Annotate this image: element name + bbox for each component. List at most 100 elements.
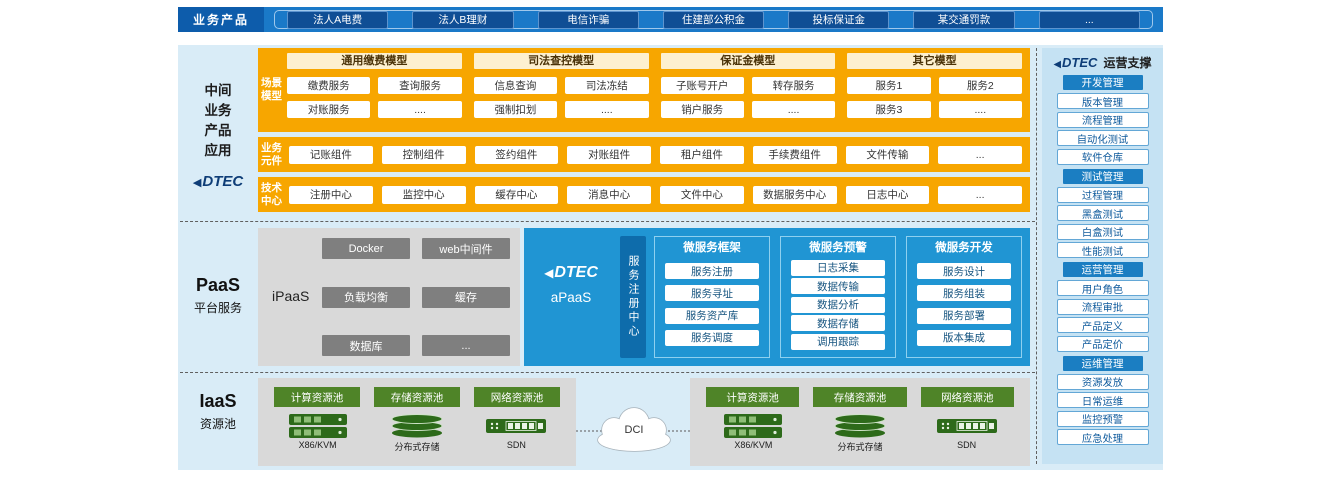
business-component-item: 对账组件 <box>567 145 651 164</box>
microservice-item: 数据分析 <box>791 296 885 313</box>
sidebar-item: 监控预警 <box>1056 410 1149 427</box>
scene-model-group: 通用缴费模型 缴费服务查询服务对账服务.... <box>287 53 462 126</box>
row-label-line: 技术 <box>261 181 282 194</box>
dci-cloud: DCI <box>586 406 682 454</box>
microservice-column-title: 微服务开发 <box>935 242 993 254</box>
business-component-item: 记账组件 <box>289 145 373 164</box>
tech-center-row: 技术中心 注册中心监控中心缓存中心消息中心文件中心数据服务中心日志中心... <box>258 177 1030 212</box>
main-panel: 中间业务产品应用 ◀DTEC PaaS 平台服务 IaaS 资源池 场景模型 通… <box>178 45 1163 470</box>
icon-label: SDN <box>957 440 977 450</box>
group-title: 保证金模型 <box>660 53 836 69</box>
ipaas-item: ... <box>422 335 510 356</box>
scene-service-item: 转存服务 <box>751 76 836 94</box>
network-icon <box>486 419 547 433</box>
tech-center-item: ... <box>938 185 1022 204</box>
tech-center-item: 监控中心 <box>381 185 466 204</box>
scene-service-item: 服务2 <box>938 76 1022 94</box>
icon-label: 分布式存储 <box>394 442 440 452</box>
cloud-icon <box>597 407 671 452</box>
microservice-column: 微服务预警 日志采集数据传输数据分析数据存储调用跟踪 <box>780 236 896 358</box>
tech-center-item: 数据服务中心 <box>752 185 837 204</box>
sidebar-item: 过程管理 <box>1056 186 1149 203</box>
microservice-item: 服务组装 <box>917 285 1011 302</box>
microservice-column: 微服务框架 服务注册服务寻址服务资产库服务调度 <box>654 236 770 358</box>
sidebar-item: 黑盒测试 <box>1056 205 1149 221</box>
storage-icon-group: 分布式存储 <box>807 413 914 453</box>
service-registry-tab: 服务注册中心 <box>620 236 646 358</box>
microservice-column-title: 微服务预警 <box>809 242 867 254</box>
dtec-logo: ◀DTEC <box>192 173 244 190</box>
row-label-line: 模型 <box>261 90 282 102</box>
scene-service-item: 销户服务 <box>660 101 744 119</box>
scene-service-item: .... <box>938 101 1022 119</box>
ipaas-item: 负载均衡 <box>322 286 410 308</box>
business-products-bar: 业务产品 法人A电费法人B理财电信诈骗住建部公积金投标保证金某交通罚款... <box>178 7 1163 32</box>
scene-service-item: .... <box>751 101 836 119</box>
ipaas-item: web中间件 <box>422 238 510 259</box>
resource-pool-item: 网络资源池 <box>474 387 560 407</box>
row-label-line: 场景 <box>261 77 282 89</box>
operations-title: 运营支撑 <box>1103 56 1152 70</box>
microservice-item: 服务部署 <box>917 307 1011 324</box>
paas-label: PaaS 平台服务 <box>193 275 242 315</box>
sidebar-item: 资源发放 <box>1056 373 1149 390</box>
icon-label: SDN <box>506 440 526 450</box>
dtec-logo-icon: ◀ <box>192 177 202 189</box>
sidebar-item: 版本管理 <box>1056 93 1149 109</box>
icon-label: 分布式存储 <box>837 442 883 452</box>
microservice-item: 服务调度 <box>665 329 759 346</box>
group-title: 其它模型 <box>847 53 1022 69</box>
sidebar-group-title: 开发管理 <box>1062 75 1143 90</box>
scene-service-item: .... <box>565 101 649 119</box>
product-item: 电信诈骗 <box>537 10 639 29</box>
sidebar-group-title: 测试管理 <box>1062 168 1143 184</box>
iaas-cluster-right: 计算资源池存储资源池网络资源池 X86/KVM <box>690 378 1030 466</box>
microservice-column: 微服务开发 服务设计服务组装服务部署版本集成 <box>906 236 1022 358</box>
sidebar-item: 性能测试 <box>1056 242 1149 258</box>
resource-pool-item: 计算资源池 <box>706 387 800 407</box>
compute-icon-group: X86/KVM <box>700 413 807 453</box>
sidebar-group-title: 运维管理 <box>1062 355 1143 371</box>
group-title: 司法查控模型 <box>473 53 649 69</box>
ipaas-item: 数据库 <box>322 335 410 356</box>
scene-model-row-label: 场景模型 <box>258 48 285 132</box>
dtec-logo: ◀DTEC <box>1053 55 1098 70</box>
product-item: 法人B理财 <box>412 10 514 29</box>
middle-business-label: 中间业务产品应用 <box>178 81 258 161</box>
tech-center-item: 消息中心 <box>567 185 651 204</box>
microservice-item: 服务寻址 <box>665 285 759 302</box>
apaas-label: aPaaS <box>550 290 592 305</box>
scene-service-item: 缴费服务 <box>287 76 371 94</box>
product-item: 某交通罚款 <box>913 10 1015 29</box>
tech-center-item: 日志中心 <box>845 185 930 204</box>
divider-sidebar <box>1036 48 1037 464</box>
storage-icon-group: 分布式存储 <box>367 413 466 453</box>
sidebar-item: 产品定价 <box>1056 335 1149 352</box>
storage-icon <box>391 414 443 438</box>
tech-center-item: 文件中心 <box>660 185 744 204</box>
sidebar-group-title: 运营管理 <box>1062 262 1143 277</box>
scene-service-item: 强制扣划 <box>473 101 558 119</box>
business-component-item: 文件传输 <box>845 145 930 164</box>
apaas-box: ◀DTEC aPaaS 服务注册中心 微服务框架 服务注册服务寻址服务资产库服务… <box>524 228 1030 366</box>
icon-label: X86/KVM <box>734 440 773 450</box>
sidebar-item: 自动化测试 <box>1056 130 1149 146</box>
resource-pool-item: 网络资源池 <box>920 387 1014 407</box>
row-label-line: 元件 <box>261 154 282 167</box>
scene-service-item: 子账号开户 <box>660 76 744 94</box>
microservice-item: 服务注册 <box>665 263 759 280</box>
business-component-item: 签约组件 <box>474 145 559 164</box>
network-icon-group: SDN <box>467 413 566 453</box>
scene-model-group: 司法查控模型 信息查询司法冻结强制扣划.... <box>473 53 649 126</box>
server-icon <box>724 414 783 438</box>
microservice-item: 调用跟踪 <box>791 333 885 350</box>
network-icon-group: SDN <box>913 413 1020 453</box>
iaas-icons-row: X86/KVM 分布式存储 <box>258 407 576 453</box>
microservice-column-title: 微服务框架 <box>683 242 741 254</box>
scene-model-groups: 通用缴费模型 缴费服务查询服务对账服务.... 司法查控模型 信息查询司法冻结强… <box>285 48 1030 132</box>
sidebar-item: 用户角色 <box>1056 280 1149 296</box>
middle-business-label-line: 产品 <box>204 123 232 138</box>
microservice-item: 服务资产库 <box>665 307 759 324</box>
sidebar-group: 运营管理 用户角色流程审批产品定义产品定价 <box>1042 262 1163 352</box>
middle-business-label-line: 应用 <box>204 143 232 158</box>
